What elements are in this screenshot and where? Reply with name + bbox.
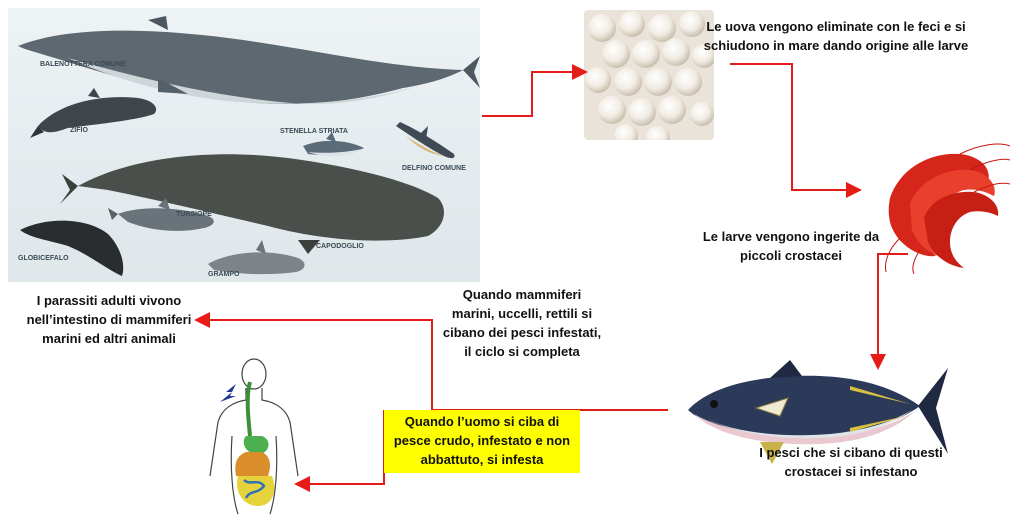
label-balenottera: BALENOTTERA COMUNE bbox=[40, 61, 126, 68]
arrow-to-human bbox=[294, 410, 385, 492]
label-zifio: ZIFIO bbox=[70, 127, 88, 134]
label-capodoglio: CAPODOGLIO bbox=[316, 243, 364, 250]
label-stenella: STENELLA STRIATA bbox=[280, 128, 348, 135]
striped-dolphin bbox=[303, 132, 364, 157]
marine-mammals-illustration: BALENOTTERA COMUNE ZIFIO STENELLA STRIAT… bbox=[8, 8, 480, 282]
red-shrimp bbox=[888, 153, 999, 268]
label-globicefalo: GLOBICEFALO bbox=[18, 255, 69, 262]
step-fish-text: I pesci che si cibano di questi crostace… bbox=[759, 445, 943, 479]
sperm-whale bbox=[60, 154, 444, 254]
step-eggs-text: Le uova vengono eliminate con le feci e … bbox=[703, 19, 969, 53]
label-grampo: GRAMPO bbox=[208, 271, 240, 278]
cuvier-beaked-whale bbox=[30, 88, 157, 138]
step-crustaceans-text: Le larve vengono ingerite da piccoli cro… bbox=[702, 229, 880, 263]
fin-whale bbox=[18, 16, 480, 105]
label-delfino: DELFINO COMUNE bbox=[402, 165, 466, 172]
arrow-eggs-to-shrimp bbox=[730, 63, 862, 198]
risso-dolphin bbox=[208, 240, 305, 275]
step-human-highlight-box: Quando l’uomo si ciba di pesce crudo, in… bbox=[384, 410, 580, 473]
common-dolphin bbox=[396, 122, 455, 159]
parasite-eggs-image bbox=[584, 10, 714, 140]
bottlenose-dolphin bbox=[108, 198, 214, 231]
tuna-fish bbox=[688, 360, 948, 464]
pilot-whale bbox=[20, 220, 124, 276]
step-adults-text: I parassiti adulti vivono nell’intestino… bbox=[26, 293, 192, 346]
label-tursiope: TURSIOPE bbox=[176, 211, 212, 218]
navy-pointer-icon bbox=[220, 384, 236, 402]
eggs-cluster bbox=[585, 11, 714, 140]
tuna-fish-image bbox=[680, 346, 950, 474]
crustaceans-image bbox=[860, 138, 1010, 274]
human-body-image bbox=[206, 356, 310, 516]
step-mammals-eat-text: Quando mammiferi marini, uccelli, rettil… bbox=[442, 287, 602, 359]
arrow-mammals-to-eggs bbox=[482, 64, 588, 117]
